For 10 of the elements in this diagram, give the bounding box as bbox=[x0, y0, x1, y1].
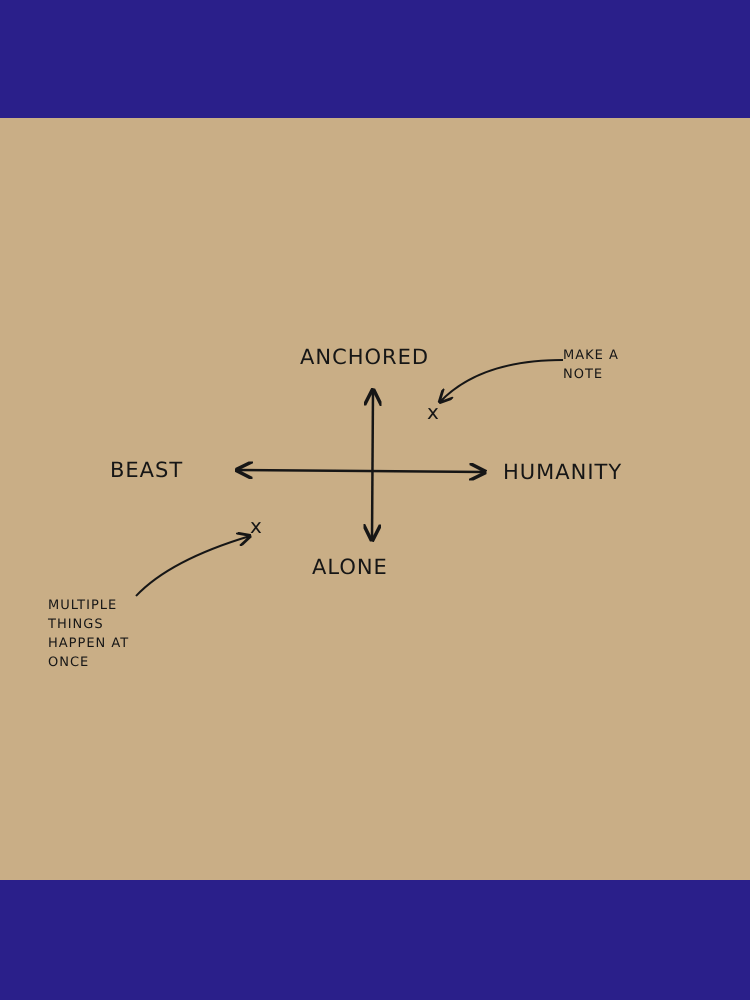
x-mark: x bbox=[427, 402, 440, 422]
leader-line bbox=[437, 359, 564, 404]
axis-label: ANCHORED bbox=[300, 345, 430, 369]
axis-label: HUMANITY bbox=[503, 460, 622, 484]
note-text: MAKE A NOTE bbox=[563, 346, 653, 384]
axis-label: ALONE bbox=[312, 555, 388, 579]
x-mark: x bbox=[250, 516, 263, 536]
axis-label: BEAST bbox=[110, 458, 184, 482]
leader-line bbox=[135, 532, 253, 597]
note-text: MULTIPLE THINGS HAPPEN AT ONCE bbox=[48, 596, 136, 672]
